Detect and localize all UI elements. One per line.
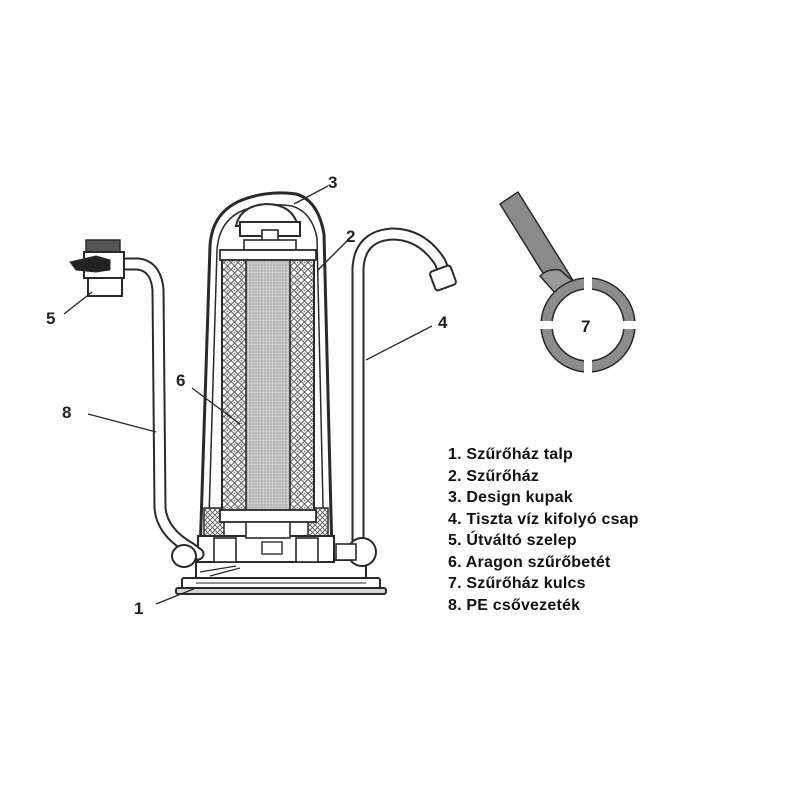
callout-3: 3 [328,173,337,192]
parts-legend: 1. Szűrőház talp 2. Szűrőház 3. Design k… [448,444,639,616]
callout-4: 4 [438,313,448,332]
callout-6: 6 [176,371,185,390]
legend-item: 1. Szűrőház talp [448,446,573,463]
leader-line-1 [155,587,197,605]
legend-item: 2. Szűrőház [448,467,540,485]
legend-item: 7. Szűrőház kulcs [448,575,586,592]
filter-base [175,559,387,595]
leader-line-5 [63,291,93,315]
legend-item: 5. Útváltó szelep [448,532,577,549]
leader-line-3 [293,185,329,205]
leader-lines [63,185,433,605]
legend-item: 8. PE csővezeték [448,596,581,614]
legend-item: 3. Design kupak [448,489,573,506]
housing-wrench [498,190,636,374]
legend-item: 4. Tiszta víz kifolyó csap [448,510,639,528]
callout-1: 1 [134,599,143,618]
leader-line-2 [317,239,349,271]
leader-line-8 [87,413,157,433]
callout-7: 7 [581,317,590,336]
callout-5: 5 [46,309,55,328]
pe-tubing [113,257,205,568]
legend-item: 6. Aragon szűrőbetét [448,553,611,571]
leader-line-6 [191,387,241,425]
filter-cartridge [219,249,317,539]
faucet [335,227,457,567]
leader-line-4 [365,325,433,361]
design-cap [234,202,301,251]
callout-8: 8 [62,403,71,422]
diverter-valve [69,239,125,297]
callout-2: 2 [346,227,355,246]
